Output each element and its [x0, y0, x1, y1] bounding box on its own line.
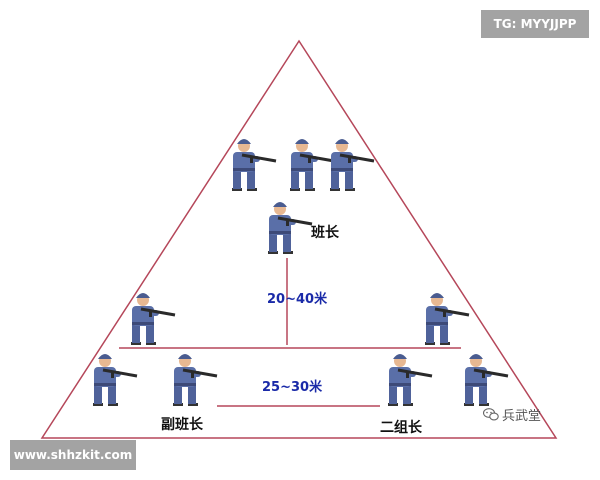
label-distance-vertical: 20~40米: [267, 292, 328, 307]
soldier-figure: [288, 137, 336, 193]
label-distance-horizontal: 25~30米: [262, 380, 323, 395]
soldier-figure: [129, 291, 177, 347]
label-deputy-squad-leader: 副班长: [161, 417, 203, 433]
wechat-icon: [483, 408, 499, 421]
watermark-bottom: www.shhzkit.com: [10, 440, 136, 470]
label-squad-leader: 班长: [311, 225, 339, 241]
soldier-figure: [462, 352, 510, 408]
soldier-figure: [423, 291, 471, 347]
soldier-deputy-squad-leader: [171, 352, 219, 408]
soldier-group2-leader: [386, 352, 434, 408]
source-watermark-text: 兵武堂: [502, 409, 542, 424]
soldier-squad-leader: [266, 200, 314, 256]
label-group2-leader: 二组长: [380, 420, 422, 436]
soldier-figure: [230, 137, 278, 193]
soldier-figure: [91, 352, 139, 408]
source-watermark: 兵武堂: [483, 405, 541, 424]
watermark-top: TG: MYYJJPP: [481, 10, 589, 38]
